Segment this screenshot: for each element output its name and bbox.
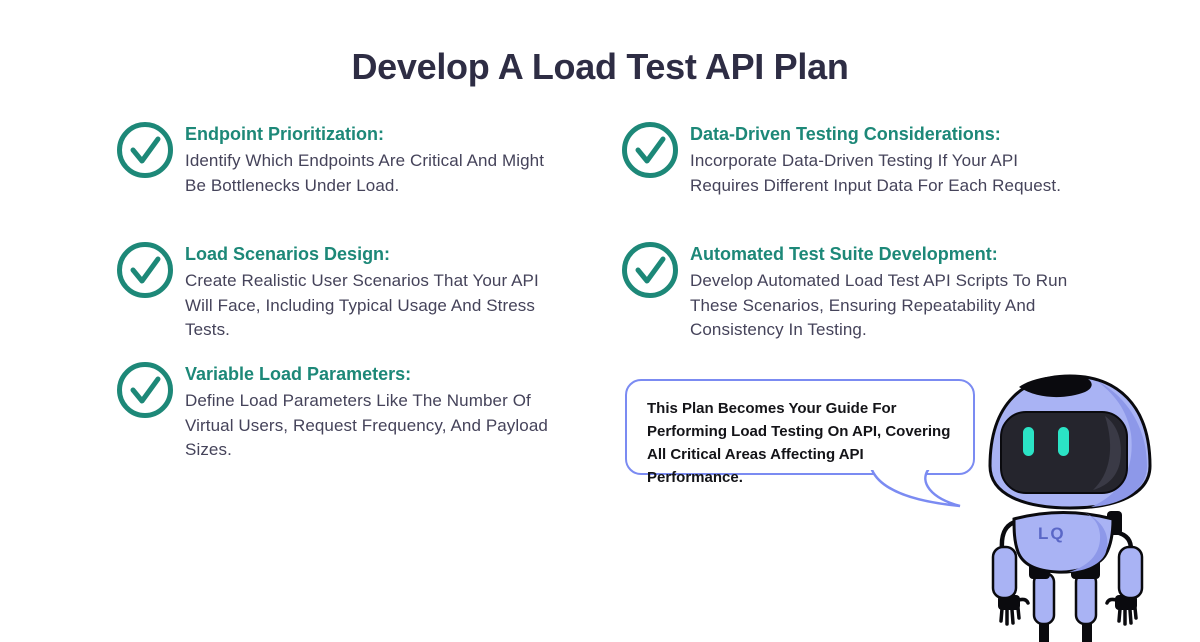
checklist-item-data-driven-testing: Data-Driven Testing Considerations: Inco… (621, 121, 1068, 198)
speech-bubble: This Plan Becomes Your Guide For Perform… (625, 379, 975, 486)
item-heading: Load Scenarios Design: (185, 244, 391, 264)
robot-head (988, 374, 1152, 510)
robot-head-patch (1019, 375, 1092, 398)
item-heading: Automated Test Suite Development: (690, 244, 998, 264)
robot-left-shin (1039, 619, 1049, 642)
robot-mascot: LQ (988, 374, 1152, 642)
speech-bubble-tail-icon (870, 470, 961, 508)
speech-bubble-text: This Plan Becomes Your Guide For Perform… (647, 400, 951, 486)
robot-right-shin (1082, 619, 1092, 642)
item-body: Identify Which Endpoints Are Critical An… (185, 151, 545, 195)
check-icon (621, 241, 679, 299)
item-body: Incorporate Data-Driven Testing If Your … (690, 151, 1062, 195)
robot-left-eye (1023, 427, 1034, 456)
robot-right-forearm (1117, 545, 1144, 600)
check-icon (116, 121, 174, 179)
check-icon (621, 121, 679, 179)
item-body: Create Realistic User Scenarios That You… (185, 271, 539, 339)
check-icon (116, 361, 174, 419)
check-icon (116, 241, 174, 299)
checklist-item-variable-load-parameters: Variable Load Parameters: Define Load Pa… (116, 361, 553, 463)
robot-right-hand (1105, 595, 1138, 626)
page-title: Develop A Load Test API Plan (351, 46, 849, 87)
robot-body: LQ (1012, 511, 1115, 574)
robot-right-eye (1058, 427, 1069, 456)
item-heading: Variable Load Parameters: (185, 364, 412, 384)
robot-right-leg (1074, 571, 1098, 626)
robot-left-hand (998, 595, 1030, 626)
item-body: Develop Automated Load Test API Scripts … (690, 271, 1068, 339)
checklist-item-endpoint-prioritization: Endpoint Prioritization: Identify Which … (116, 121, 553, 198)
item-heading: Endpoint Prioritization: (185, 124, 384, 144)
robot-logo: LQ (1038, 524, 1066, 543)
item-heading: Data-Driven Testing Considerations: (690, 124, 1001, 144)
robot-left-forearm (991, 545, 1018, 600)
item-body: Define Load Parameters Like The Number O… (185, 391, 548, 459)
checklist-item-load-scenarios-design: Load Scenarios Design: Create Realistic … (116, 241, 553, 343)
robot-left-leg (1032, 571, 1056, 626)
checklist-item-automated-test-suite: Automated Test Suite Development: Develo… (621, 241, 1068, 343)
